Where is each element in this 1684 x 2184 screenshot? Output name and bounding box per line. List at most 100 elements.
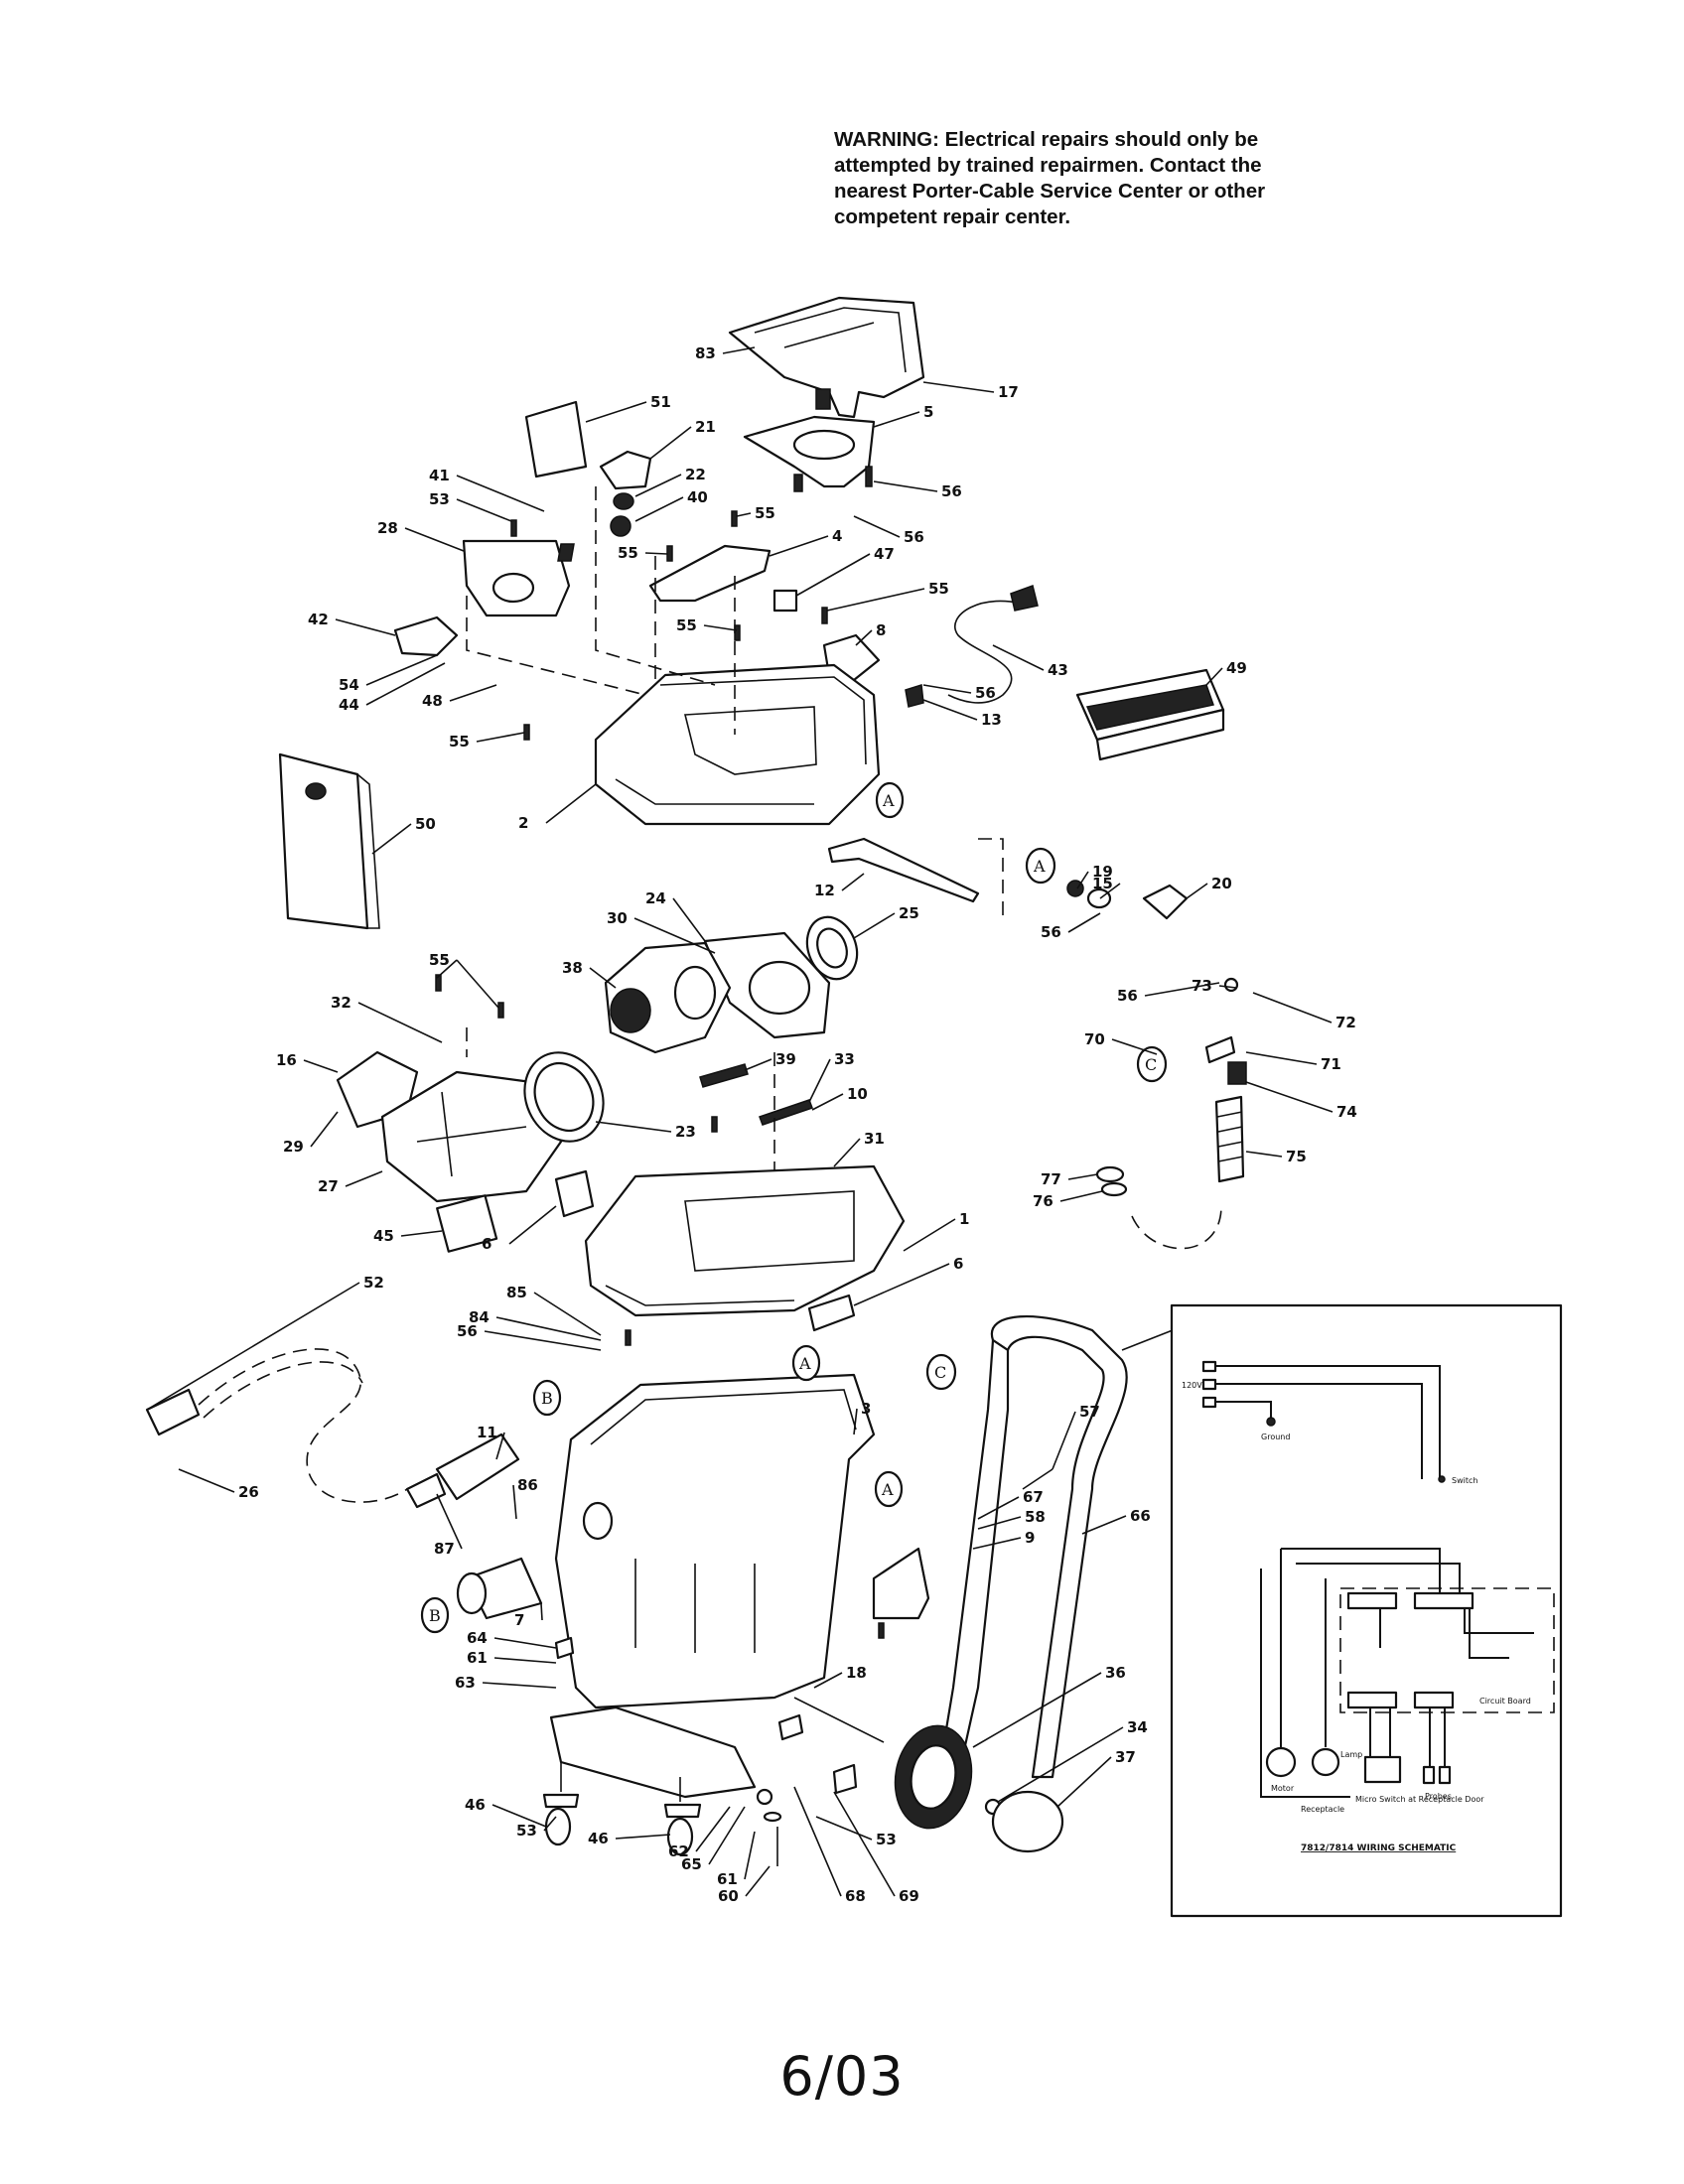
callout-leader-line <box>404 527 465 552</box>
callout-38: 38 <box>562 959 583 977</box>
part-callouts: 8317512122405555656415328554475584355425… <box>146 344 1357 1905</box>
part-64 <box>554 1636 575 1660</box>
callout-leader-line <box>1144 982 1220 997</box>
part-handle <box>936 1314 1128 1779</box>
callout-2: 2 <box>518 814 528 832</box>
callout-84: 84 <box>469 1308 490 1326</box>
callout-leader-line <box>1121 1327 1179 1351</box>
callout-70: 70 <box>1084 1030 1105 1048</box>
callout-56: 56 <box>904 528 924 546</box>
callout-leader-line <box>1067 912 1101 933</box>
callout-leader-line <box>310 1111 339 1148</box>
callout-leader-line <box>1099 883 1121 899</box>
warning-line-2: attempted by trained repairmen. Contact … <box>834 154 1262 177</box>
callout-leader-line <box>493 1637 557 1649</box>
part-top-cover <box>728 296 925 419</box>
callout-16: 16 <box>276 1051 297 1069</box>
part-wheel <box>894 1724 973 1830</box>
part-hubcap <box>991 1790 1064 1853</box>
callout-leader-line <box>1052 1411 1076 1470</box>
part-knob-stack <box>599 450 652 537</box>
schematic-probes-label: Probes <box>1425 1792 1452 1801</box>
callout-leader-line <box>484 1330 602 1351</box>
callout-leader-line <box>178 1468 235 1493</box>
callout-46: 46 <box>588 1830 609 1847</box>
callout-leader-line <box>456 959 499 1009</box>
part-filter-tray <box>1075 668 1225 761</box>
callout-56: 56 <box>941 482 962 500</box>
callout-leader-line <box>745 1865 771 1897</box>
callout-51: 51 <box>650 393 671 411</box>
callout-64: 64 <box>467 1629 488 1647</box>
callout-68: 68 <box>845 1887 866 1905</box>
part-fitting-stack <box>1066 880 1189 920</box>
callout-33: 33 <box>834 1050 855 1068</box>
part-hose-fitting <box>1204 977 1247 1183</box>
callout-7: 7 <box>514 1611 524 1629</box>
part-axle-57 <box>1022 1468 1053 1490</box>
callout-leader-line <box>1081 1515 1127 1535</box>
callout-leader-line <box>922 699 978 721</box>
callout-leader-line <box>853 515 901 538</box>
part-oring-77 <box>1095 1165 1125 1183</box>
warning-line-1: WARNING: Electrical repairs should only … <box>834 128 1259 151</box>
callout-leader-line <box>476 732 525 743</box>
callout-leader-line <box>873 411 920 428</box>
callout-leader-line <box>722 346 756 354</box>
part-housing-27 <box>380 1070 563 1203</box>
callout-19: 19 <box>1092 863 1113 881</box>
part-block <box>772 589 798 613</box>
callout-23: 23 <box>675 1123 696 1141</box>
part-plate <box>524 400 588 478</box>
callout-76: 76 <box>1033 1192 1053 1210</box>
callout-11: 11 <box>477 1424 497 1441</box>
callout-leader-line <box>744 1831 756 1880</box>
callout-24: 24 <box>645 889 666 907</box>
ref-marker-a: A <box>882 791 895 810</box>
schematic-line-in-label: 120V <box>1182 1381 1202 1390</box>
callout-leader-line <box>922 684 972 694</box>
callout-42: 42 <box>308 611 329 628</box>
callout-13: 13 <box>981 711 1002 729</box>
callout-62: 62 <box>668 1843 689 1860</box>
schematic-circuit-board <box>1339 1587 1555 1713</box>
part-port-7 <box>456 1557 543 1620</box>
callout-leader-line <box>1111 1038 1158 1055</box>
part-latch-left <box>554 1169 595 1218</box>
callout-22: 22 <box>685 466 706 483</box>
callout-48: 48 <box>422 692 443 710</box>
callout-61: 61 <box>467 1649 488 1667</box>
part-switch-housing <box>462 539 575 617</box>
callout-55: 55 <box>429 951 450 969</box>
callout-leader-line <box>853 912 896 939</box>
callout-leader-line <box>853 1263 950 1306</box>
revision-date: 6/03 <box>779 2045 905 2108</box>
callout-1: 1 <box>959 1210 969 1228</box>
part-hardware-62 <box>763 1811 782 1823</box>
callout-85: 85 <box>506 1284 527 1301</box>
callout-leader-line <box>1056 1756 1112 1808</box>
callout-leader-line <box>813 1672 843 1689</box>
callout-leader-line <box>977 1516 1022 1530</box>
schematic-ground-label: Ground <box>1261 1433 1290 1441</box>
callout-53: 53 <box>429 490 450 508</box>
callout-leader-line <box>495 1432 505 1460</box>
part-bracket-9 <box>872 1547 930 1620</box>
callout-56: 56 <box>1117 987 1138 1005</box>
callout-leader-line <box>855 629 873 646</box>
part-head-housing <box>594 663 881 826</box>
part-motor-cover <box>743 415 876 492</box>
callout-10: 10 <box>847 1085 868 1103</box>
callout-34: 34 <box>1127 1718 1148 1736</box>
callout-5: 5 <box>923 403 933 421</box>
callout-46: 46 <box>465 1796 486 1814</box>
callout-26: 26 <box>238 1483 259 1501</box>
part-ring-23 <box>523 1051 605 1143</box>
callout-44: 44 <box>339 696 359 714</box>
callout-leader-line <box>449 684 497 702</box>
callout-leader-line <box>634 474 682 497</box>
callout-leader-line <box>1067 1173 1098 1180</box>
callout-leader-line <box>672 897 706 942</box>
callout-leader-line <box>482 1682 557 1689</box>
part-gasket <box>805 915 859 981</box>
